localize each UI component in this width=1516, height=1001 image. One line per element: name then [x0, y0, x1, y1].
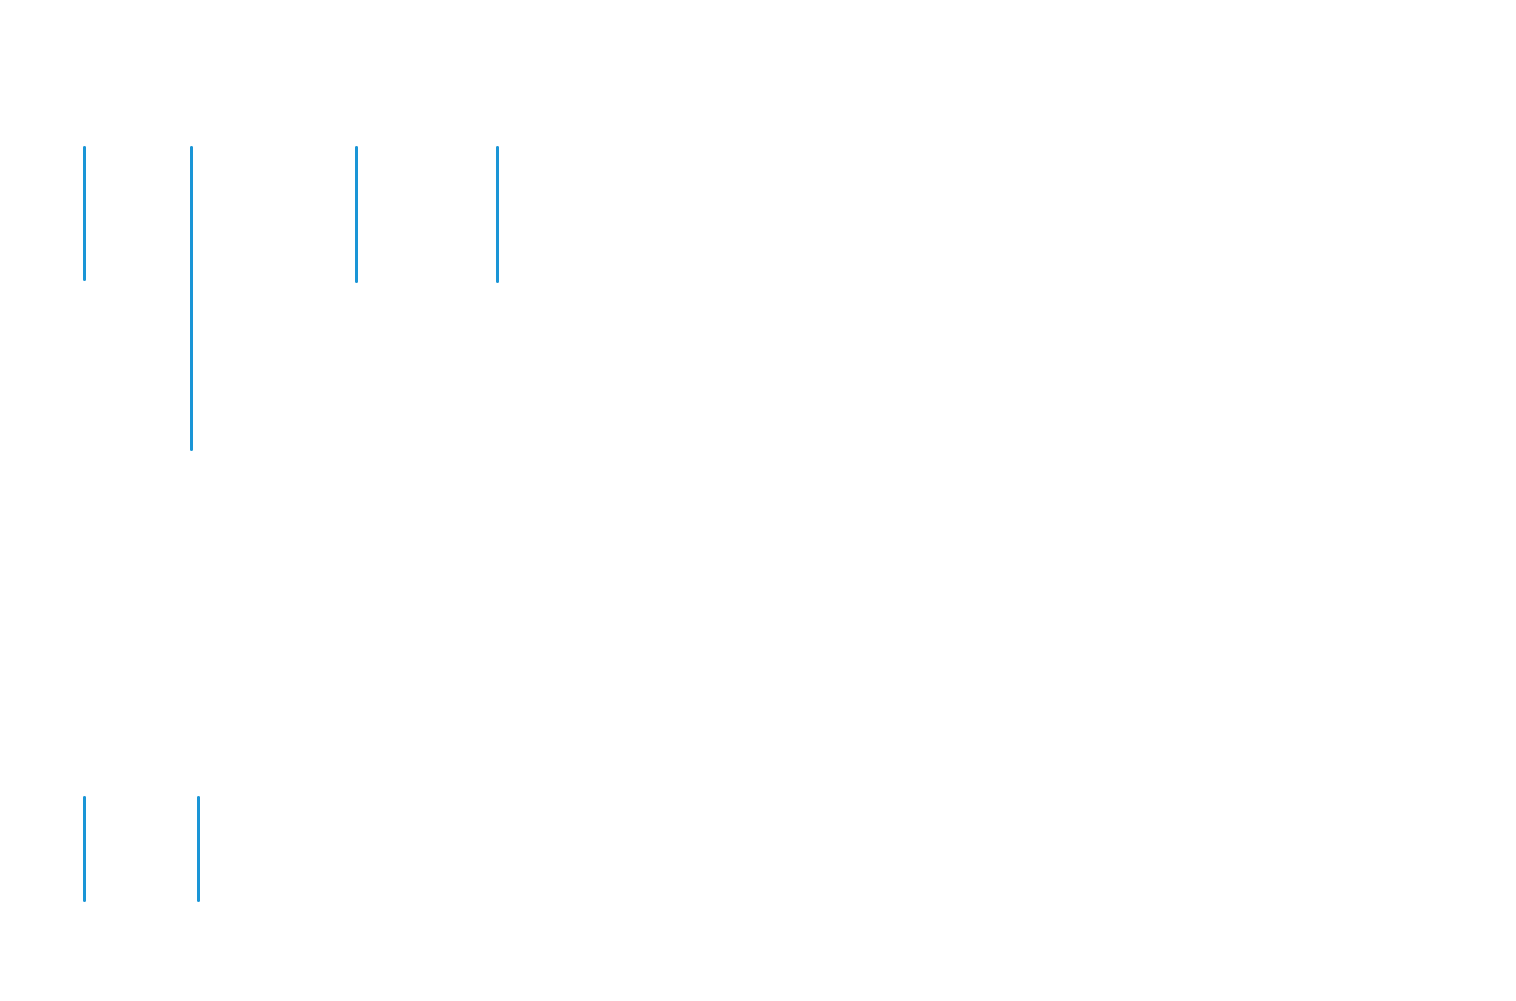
vertical-divider-line: [355, 146, 358, 283]
vertical-divider-line: [190, 146, 193, 451]
vertical-divider-line: [83, 796, 86, 902]
vertical-divider-line: [83, 146, 86, 281]
vertical-divider-line: [496, 146, 499, 283]
vertical-divider-line: [197, 796, 200, 902]
